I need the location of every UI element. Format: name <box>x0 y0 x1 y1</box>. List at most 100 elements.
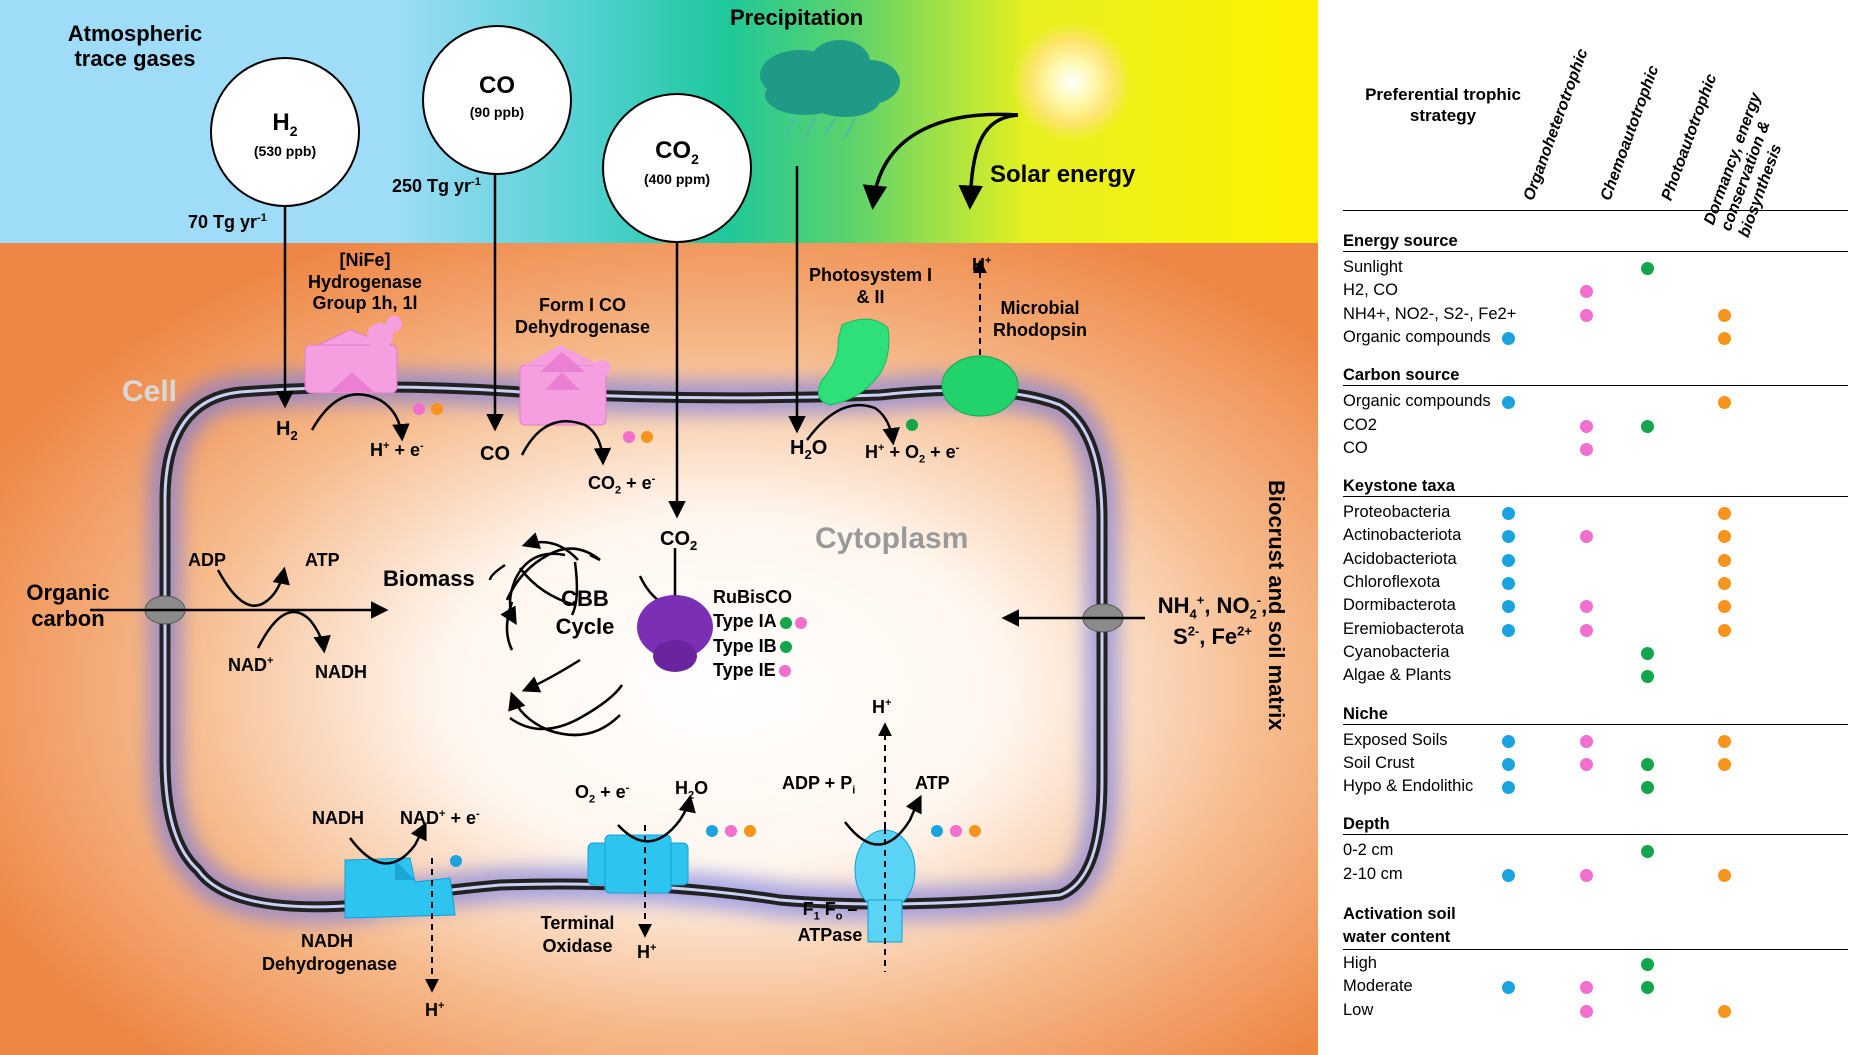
oxidase-dot-blue <box>706 825 718 837</box>
atpase-dot-pink <box>950 825 962 837</box>
rhodopsin-hplus: H+ <box>972 255 992 275</box>
row-label: Algae & Plants <box>1343 666 1452 685</box>
mark-dot <box>1502 507 1515 521</box>
h2o-substrate: H2O <box>790 437 828 462</box>
section-header: Activation soil water content <box>1343 903 1848 951</box>
mark-dot <box>1502 981 1515 995</box>
table-row: Low <box>1343 1000 1848 1023</box>
table-row: Hypo & Endolithic <box>1343 776 1848 799</box>
mark-dot <box>1641 262 1654 275</box>
h2-flux: 70 Tg yr-1 <box>188 212 267 232</box>
terminal-oxidase-enzyme <box>587 834 689 894</box>
row-label: Soil Crust <box>1343 753 1415 772</box>
section-header: Niche <box>1343 705 1848 725</box>
nadh-dh-dot-blue <box>450 855 462 867</box>
h2-substrate: H2 <box>276 418 298 443</box>
codh-dot-orange <box>641 431 653 443</box>
rubisco-type-ie: Type IE <box>713 658 807 682</box>
cbb-label: CBB Cycle <box>555 586 615 639</box>
mark-dot <box>1580 981 1593 995</box>
table-row: 2-10 cm <box>1343 864 1848 887</box>
nadh-label: NADH <box>315 662 367 682</box>
col-photoautotrophic: Photoautotrophic <box>1658 71 1721 203</box>
row-label: CO2 <box>1343 415 1377 434</box>
co-substrate: CO <box>480 443 510 465</box>
atpase-dot-orange <box>969 825 981 837</box>
row-label: H2, CO <box>1343 281 1399 300</box>
row-label: High <box>1343 954 1377 972</box>
rhodopsin-label: Microbial Rhodopsin <box>993 298 1087 340</box>
section-header: Energy source <box>1343 232 1848 252</box>
co2-gas-circle: CO2(400 ppm) <box>602 93 752 243</box>
table-row: Actinobacteriota <box>1343 525 1848 548</box>
mark-dot <box>1641 981 1654 995</box>
table-row: Exposed Soils <box>1343 730 1848 753</box>
codh-dot-pink <box>623 431 635 443</box>
mark-dot <box>1502 757 1515 771</box>
biomass-label: Biomass <box>383 566 475 591</box>
mark-dot <box>1580 419 1593 433</box>
mark-dot <box>1641 757 1654 771</box>
nadh-hplus: H+ <box>425 1000 445 1020</box>
mark-dot <box>1580 308 1593 322</box>
cell-label: Cell <box>122 375 178 408</box>
mark-dot <box>1502 553 1515 567</box>
mark-dot <box>1641 419 1654 433</box>
mark-dot <box>1580 623 1593 637</box>
hydrogenase-dot-pink <box>413 403 425 415</box>
oxidase-dot-pink <box>725 825 737 837</box>
nadh-dehydrogenase-enzyme <box>344 857 456 919</box>
o2-e-label: O2 + e- <box>575 782 630 806</box>
mark-dot <box>1718 507 1731 521</box>
mark-dot <box>1502 577 1515 590</box>
rubisco-type-ib: Type IB <box>713 634 807 658</box>
table-row: Algae & Plants <box>1343 665 1848 688</box>
row-label: NH4+, NO2-, S2-, Fe2+ <box>1343 304 1517 323</box>
mark-dot <box>1502 600 1515 614</box>
atpase-label: F1 Fo –ATPase <box>797 899 863 946</box>
co-flux: 250 Tg yr-1 <box>392 176 481 196</box>
cloud-icon <box>760 40 900 117</box>
nadh-dh-label: NADH Dehydrogenase <box>262 931 398 974</box>
oxidase-hplus: H+ <box>637 942 657 962</box>
mark-dot <box>1502 781 1515 795</box>
table-top-rule <box>1343 210 1848 211</box>
photosystem-label: Photosystem I & II <box>808 265 933 307</box>
row-label: 0-2 cm <box>1343 841 1394 860</box>
row-label: Hypo & Endolithic <box>1343 777 1474 796</box>
table-row: NH4+, NO2-, S2-, Fe2+ <box>1343 304 1848 327</box>
table-row: Acidobacteriota <box>1343 549 1848 572</box>
atmos-label: Atmospheric trace gases <box>67 21 203 71</box>
co-dehydrogenase-enzyme <box>519 345 610 426</box>
row-label: Proteobacteria <box>1343 503 1451 522</box>
rhodopsin-enzyme <box>941 355 1019 417</box>
row-label: 2-10 cm <box>1343 864 1403 883</box>
co-gas-circle: CO(90 ppb) <box>422 25 572 175</box>
table-row: H2, CO <box>1343 280 1848 303</box>
mark-dot <box>1641 958 1654 971</box>
trophic-strategy-table: Preferential trophic strategy Organohete… <box>1318 0 1852 1055</box>
table-row: Organic compounds <box>1343 391 1848 414</box>
hydrogenase-label: [NiFe] Hydrogenase Group 1h, 1l <box>307 250 423 314</box>
row-label: Sunlight <box>1343 258 1403 276</box>
table-title: Preferential trophic strategy <box>1365 85 1521 126</box>
section-header: Carbon source <box>1343 366 1848 387</box>
mark-dot <box>1718 1004 1731 1018</box>
atpase-dot-blue <box>931 825 943 837</box>
row-label: CO <box>1343 438 1368 457</box>
codh-label: Form I CO Dehydrogenase <box>514 295 651 337</box>
mark-dot <box>1718 577 1731 590</box>
mark-dot <box>1502 530 1515 544</box>
photosystem-enzyme <box>817 318 890 406</box>
mark-dot <box>1718 553 1731 567</box>
co-products: CO2 + e- <box>588 473 656 497</box>
table-row: Proteobacteria <box>1343 502 1848 525</box>
table-row: CO <box>1343 438 1848 461</box>
nad-label: NAD+ <box>228 655 274 675</box>
mark-dot <box>1718 600 1731 614</box>
mark-dot <box>1580 600 1593 614</box>
col-chemoautotrophic: Chemoautotrophic <box>1597 63 1663 203</box>
table-row: Sunlight <box>1343 257 1848 280</box>
cytoplasm-label: Cytoplasm <box>815 522 969 555</box>
rubisco-type-ia: Type IA <box>713 609 807 633</box>
